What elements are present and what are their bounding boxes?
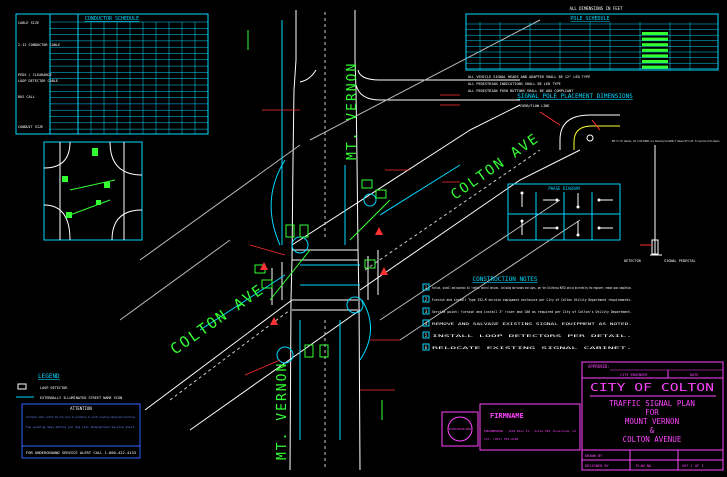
attention-line: Contractor shall contact the City prior … [26,415,136,419]
phase-arrow-head [520,191,524,195]
note-number: 5 [425,333,428,338]
red-triangles [260,227,388,325]
signal-head-marker [642,54,668,58]
phase-arrow-head [520,219,524,223]
note-number: 2 [425,297,428,302]
phase-arrow-head [597,226,601,230]
phase-arrow-head [555,226,559,230]
approved-label: APPROVED: [588,364,610,369]
note-number-box [422,295,430,303]
roadway-geometry [119,10,581,471]
note-number: 3 [425,309,428,314]
plan-title-line: TRAFFIC SIGNAL PLAN [609,399,695,408]
conductor-row-label: LOOP DETECTOR CABLE [18,79,58,83]
firm-address: ENGINEERING - 1234 Main St., Suite 100, … [484,429,576,433]
conductor-row-label: PEDS / CLEARANCE [18,73,52,77]
note-text: RELOCATE EXISTING SIGNAL CABINET. [432,346,632,350]
signal-head-marker [642,32,668,35]
note-number-box [422,319,430,327]
note-number: 4 [425,321,428,326]
note-text: Furnish and install Type 332-M service e… [432,298,632,302]
legend: LEGEND LOOP DETECTOR EXTERNALLY ILLUMINA… [16,373,122,400]
conductor-row-label: CONDUIT SIZE [18,125,43,129]
street-label-colton-left: COLTON AVE [167,280,268,358]
plan-title-line: MOUNT VERNON [625,417,679,426]
sheet-label: SHT 1 OF 1 [682,464,704,468]
stamp-text: REGISTERED PROFESSIONAL ENGINEER [449,427,471,431]
signal-head-marker [642,43,668,47]
phase-arrow-head [597,198,601,202]
phase-arrow-head [576,205,580,209]
construction-notes: CONSTRUCTION NOTES 1 Furnish, install and… [422,276,632,351]
pole-elevation-detail: DETECTOR SIGNAL PEDESTAL [624,145,696,263]
note-number-box [422,331,430,339]
firm-block: FIRMNAME ENGINEERING - 1234 Main St., Su… [479,403,581,451]
attention-box: ATTENTION Contractor shall contact the C… [21,403,141,459]
signal-head-marker [642,65,668,69]
phase-arrow-head [555,198,559,202]
plan-title-line: COLTON AVENUE [623,435,682,444]
firm-logo-text: FIRMNAME [490,412,524,420]
conductor-schedule: CONDUCTOR SCHEDULE CABLE SIZE 2-12 CONDU… [15,13,209,135]
note-text: REMOVE AND SALVAGE EXISTING SIGNAL EQUIP… [432,322,632,326]
pole-schedule-title: POLE SCHEDULE [570,16,609,22]
conductor-row-label: BUS CALL [18,95,35,99]
attention-line: Two working days before you dig call Und… [26,425,136,429]
phase-diagram: PHASE DIAGRAM [507,183,621,241]
note-text: Service point: furnish and install 3" ri… [432,310,632,314]
plan-title-line: & [650,426,655,435]
street-label-colton-right: COLTON AVE [448,130,543,203]
pole-dimensions-title: SIGNAL POLE PLACEMENT DIMENSIONS [517,93,633,100]
signal-head-marker [642,60,668,63]
city-name: CITY OF COLTON [590,381,714,394]
date-label: DATE [690,373,698,377]
street-label-vernon-bottom: MT. VERNON [275,362,290,460]
plan-no-label: PLAN NO. [636,464,653,468]
conductor-row-label: 2-12 CONDUCTOR CABLE [18,43,60,47]
note-number-box [422,307,430,315]
drawn-by-label: DRAWN BY [585,454,603,458]
note-text: Furnish, install and maintain all traffi… [432,286,632,290]
conductor-schedule-title: CONDUCTOR SCHEDULE [85,16,139,22]
legend-title: LEGEND [38,373,60,380]
pole-schedule-subtitle: ALL DIMENSIONS IN FEET [570,6,624,11]
note-text: INSTALL LOOP DETECTORS PER DETAIL. [432,334,632,338]
plan-title-line: FOR [645,408,659,417]
red-callouts [244,94,460,391]
note-number-box [422,283,430,291]
signal-equipment [247,30,391,420]
legend-item: LOOP DETECTOR [40,386,68,390]
designed-by-label: DESIGNED BY [585,464,610,468]
signal-pole-detail [43,141,143,241]
signal-head-marker [642,37,668,41]
pole-schedule-note: ALL PEDESTRIAN PUSH BUTTONS SHALL BE ADA… [468,89,574,93]
note-number: 1 [425,285,428,290]
city-engineer-label: CITY ENGINEER [620,373,648,377]
engineer-stamp: REGISTERED PROFESSIONAL ENGINEER [441,411,479,447]
attention-footer: FOR UNDERGROUND SERVICE ALERT CALL 1-800… [26,451,136,455]
phase-diagram-title: PHASE DIAGRAM [548,186,580,191]
phase-arrow-head [576,233,580,237]
attention-title: ATTENTION [70,406,92,411]
note-number: 6 [425,345,428,350]
firm-phone: Tel. (951) 555-0100 [484,437,519,441]
pole-schedule: ALL DIMENSIONS IN FEET POLE SCHEDULE ALL… [465,6,719,93]
pole-schedule-note: ALL VEHICLE SIGNAL HEADS AND ADAPTER SHA… [468,75,590,79]
detail-label: DETECTOR [624,259,642,263]
legend-item: EXTERNALLY ILLUMINATED STREET NAME SIGN [40,396,122,400]
pole-dimensions-note: NOTE: For "A-B" dimensions, refer to POL… [612,139,720,143]
detail-label: SIGNAL PEDESTAL [664,259,696,263]
pole-placement-detail: SIGNAL POLE PLACEMENT DIMENSIONS CURB/FL… [517,93,720,150]
signal-head-marker [642,48,668,52]
conduit-runs [199,20,461,440]
note-number-box [422,343,430,351]
construction-notes-title: CONSTRUCTION NOTES [472,276,537,283]
conductor-row-label: CABLE SIZE [18,21,39,25]
pole-schedule-note: ALL PEDESTRIAN INDICATIONS SHALL BE LED … [468,82,561,86]
street-label-vernon-top: MT. VERNON [345,62,360,160]
title-block: APPROVED: CITY ENGINEER DATE CITY OF COL… [581,361,724,471]
curb-line-label: CURB/FLOW LINE [520,104,550,108]
